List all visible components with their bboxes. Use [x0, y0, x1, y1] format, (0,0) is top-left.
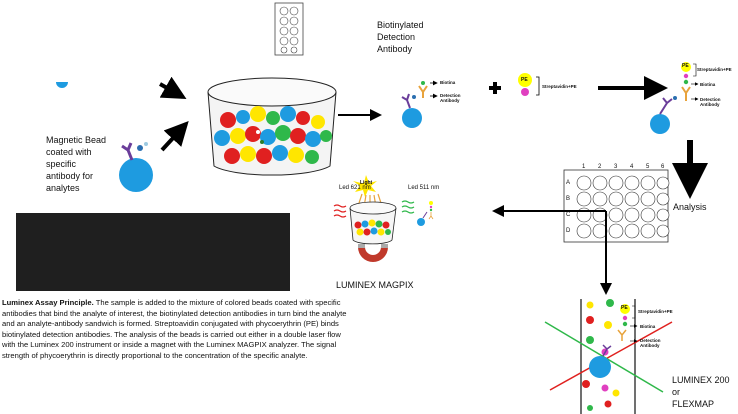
label-analysis: Analysis	[673, 202, 707, 212]
label-luminex-magpix: LUMINEX MAGPIX	[336, 280, 414, 290]
label-luminex-200: LUMINEX 200 or FLEXMAP	[672, 375, 730, 409]
plate-row-b: B	[566, 196, 571, 202]
label-light: Light	[360, 180, 373, 186]
label-streptavidin-pe-center: Streptavidin+PE	[542, 84, 577, 89]
sample-well	[207, 77, 337, 176]
bead-with-detection-antibody	[401, 80, 438, 128]
plate-row-d: D	[566, 228, 571, 234]
arrow-into-well-bottom	[160, 121, 189, 152]
red-laser	[549, 321, 673, 391]
plate-col-2: 2	[598, 164, 602, 170]
pe-streptavidin	[518, 73, 540, 96]
figure-caption: Luminex Assay Principle. The sample is a…	[2, 298, 354, 362]
label-pe-center: PE	[521, 77, 528, 83]
plate-col-3: 3	[614, 164, 618, 170]
label-detection-antibody-center: Detection Antibody	[440, 93, 461, 103]
magpix-well	[333, 175, 434, 262]
plate-col-4: 4	[630, 164, 634, 170]
label-pe-flow: PE	[621, 305, 628, 311]
label-streptavidin-pe-flow: Streptavidin+PE	[638, 309, 673, 314]
plate-col-6: 6	[661, 164, 665, 170]
mini-plate	[274, 2, 304, 56]
flow-cell	[544, 299, 673, 414]
plate-row-c: C	[566, 212, 571, 218]
plate-row-a: A	[566, 180, 571, 186]
arrow-into-well-top	[159, 76, 187, 99]
plate-col-5: 5	[646, 164, 650, 170]
magnetic-bead-with-antibody	[119, 142, 153, 192]
label-magnetic-bead: Magnetic Bead coated with specific antib…	[46, 135, 107, 193]
label-biotina-center: Biotina	[440, 80, 456, 85]
label-detection-antibody-flow: Detection Antibody	[640, 338, 661, 348]
caption-body: The sample is added to the mixture of co…	[2, 298, 347, 360]
caption-title: Luminex Assay Principle.	[2, 298, 94, 307]
label-led-621: Led 621 nm	[339, 185, 371, 191]
redacted-panel	[16, 213, 290, 291]
plus-sign	[489, 82, 501, 94]
well-plate	[563, 169, 670, 243]
label-biotinylated-detection-antibody: Biotinylated Detection Antibody	[377, 20, 424, 54]
label-biotina-flow: Biotina	[640, 324, 656, 329]
well-beads	[214, 106, 332, 164]
label-led-511: Led 511 nm	[408, 185, 440, 191]
label-biotina-top-right: Biotina	[700, 82, 716, 87]
plate-col-1: 1	[582, 164, 586, 170]
label-pe-top-right: PE	[682, 63, 689, 69]
bead-top-left	[56, 82, 68, 88]
label-detection-antibody-top-right: Detection Antibody	[700, 97, 721, 107]
label-streptavidin-pe-top-right: Streptavidin+PE	[697, 67, 732, 72]
full-sandwich-complex	[650, 62, 699, 134]
